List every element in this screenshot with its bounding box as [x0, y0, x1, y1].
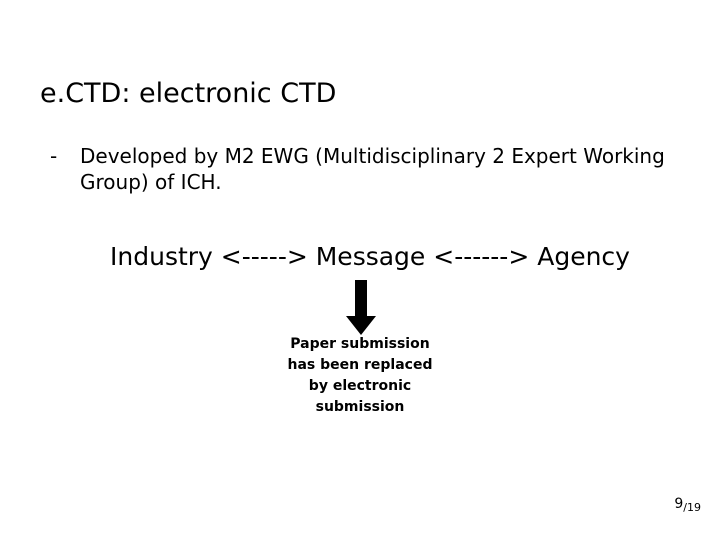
bullet-text: Developed by M2 EWG (Multidisciplinary 2…: [80, 144, 665, 194]
page-number: 9/19: [674, 496, 701, 515]
flow-diagram-line: Industry <-----> Message <------> Agency: [110, 242, 630, 271]
caption-line-2: has been replaced: [287, 357, 433, 373]
caption-line-1: Paper submission: [290, 336, 430, 352]
caption-line-3: by electronic: [308, 378, 412, 394]
current-page: 9: [674, 496, 684, 512]
caption-line-4: submission: [315, 399, 405, 415]
page-title: e.CTD: electronic CTD: [40, 78, 337, 109]
caption-text: Paper submission has been replaced by el…: [230, 334, 490, 418]
bullet-marker: -: [50, 144, 58, 168]
page-separator: /: [683, 501, 687, 514]
arrow-shaft: [355, 280, 367, 318]
bullet-item: - Developed by M2 EWG (Multidisciplinary…: [50, 143, 690, 195]
arrow-head: [346, 316, 376, 335]
down-arrow-icon: [346, 280, 376, 335]
total-pages: 19: [687, 501, 701, 514]
